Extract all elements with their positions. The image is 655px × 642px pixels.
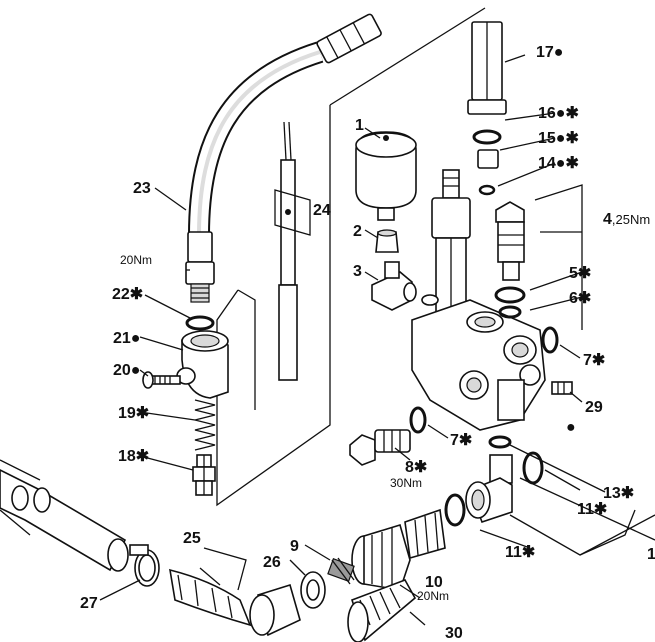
callout-labels: 1 2 3 4,25Nm 5✱ 6✱ 7✱ 7✱ 8✱ 30Nm 9 10 20… <box>80 44 655 642</box>
callout-2: 2 <box>353 223 362 240</box>
callout-10-torque: 20Nm <box>417 589 449 603</box>
outlet-fitting-13 <box>465 435 513 524</box>
washer-26 <box>300 571 326 609</box>
probe-24 <box>274 121 311 381</box>
callout-11-upper: 11✱ <box>577 501 607 518</box>
callout-15: 15●✱ <box>538 130 579 147</box>
callout-22-torque: 20Nm <box>120 253 152 267</box>
callout-13: 13✱ <box>603 485 634 502</box>
clamp-27 <box>129 544 160 587</box>
hose-23 <box>185 13 382 303</box>
callout-24: 24 <box>313 202 331 219</box>
nut-2 <box>375 229 399 253</box>
oring-11-lower <box>444 493 466 527</box>
pump-body <box>411 169 546 431</box>
filter-9 <box>327 557 355 585</box>
callout-14: 14●✱ <box>538 155 579 172</box>
callout-9: 9 <box>290 538 299 555</box>
inlet-fitting-10 <box>351 508 446 591</box>
callout-3: 3 <box>353 263 362 280</box>
oring-6 <box>498 305 522 319</box>
callout-10: 10 <box>425 574 443 591</box>
callout-29: 29 <box>585 399 603 416</box>
piston-18 <box>192 454 216 496</box>
plug-29 <box>551 381 573 395</box>
callout-1: 1 <box>355 117 364 134</box>
banjo-bolt-8 <box>349 429 411 466</box>
valve-4 <box>495 184 583 330</box>
callout-23: 23 <box>133 180 151 197</box>
callout-16: 16●✱ <box>538 105 579 122</box>
assembly-outline <box>216 7 655 556</box>
leader-lines <box>99 54 606 626</box>
callout-20: 20● <box>113 362 140 379</box>
callout-4: 4,25Nm <box>603 211 650 228</box>
callout-1-cut: 1 <box>647 546 655 563</box>
callout-8-torque: 30Nm <box>390 476 422 490</box>
oring-22 <box>185 315 215 331</box>
callout-18: 18✱ <box>118 448 149 465</box>
screw-20 <box>142 371 181 389</box>
callout-5: 5✱ <box>569 265 591 282</box>
oring-7-right <box>541 326 559 354</box>
callout-7-right: 7✱ <box>583 352 605 369</box>
callout-17: 17● <box>536 44 563 61</box>
callout-11-lower: 11✱ <box>505 544 535 561</box>
oring-11-upper <box>522 451 544 485</box>
suction-tube <box>0 459 129 572</box>
callout-25: 25 <box>183 530 201 547</box>
standalone-dot: ● <box>566 419 576 436</box>
hose-connector-25 <box>169 547 301 637</box>
callout-6: 6✱ <box>569 290 591 307</box>
strainer-30 <box>347 579 417 642</box>
callout-8: 8✱ <box>405 459 427 476</box>
callout-27: 27 <box>80 595 98 612</box>
callout-7-left: 7✱ <box>450 432 472 449</box>
callout-30: 30 <box>445 625 463 642</box>
elbow-3 <box>371 261 417 311</box>
callout-26: 26 <box>263 554 281 571</box>
callout-22: 22✱ <box>112 286 143 303</box>
accumulator-1 <box>355 131 417 221</box>
callout-19: 19✱ <box>118 405 149 422</box>
oring-7-left <box>409 406 427 434</box>
spring-19 <box>194 399 216 451</box>
callout-21: 21● <box>113 330 140 347</box>
valve-body-21 <box>176 330 229 399</box>
oring-5 <box>494 286 526 304</box>
unloader-stack <box>467 21 507 196</box>
